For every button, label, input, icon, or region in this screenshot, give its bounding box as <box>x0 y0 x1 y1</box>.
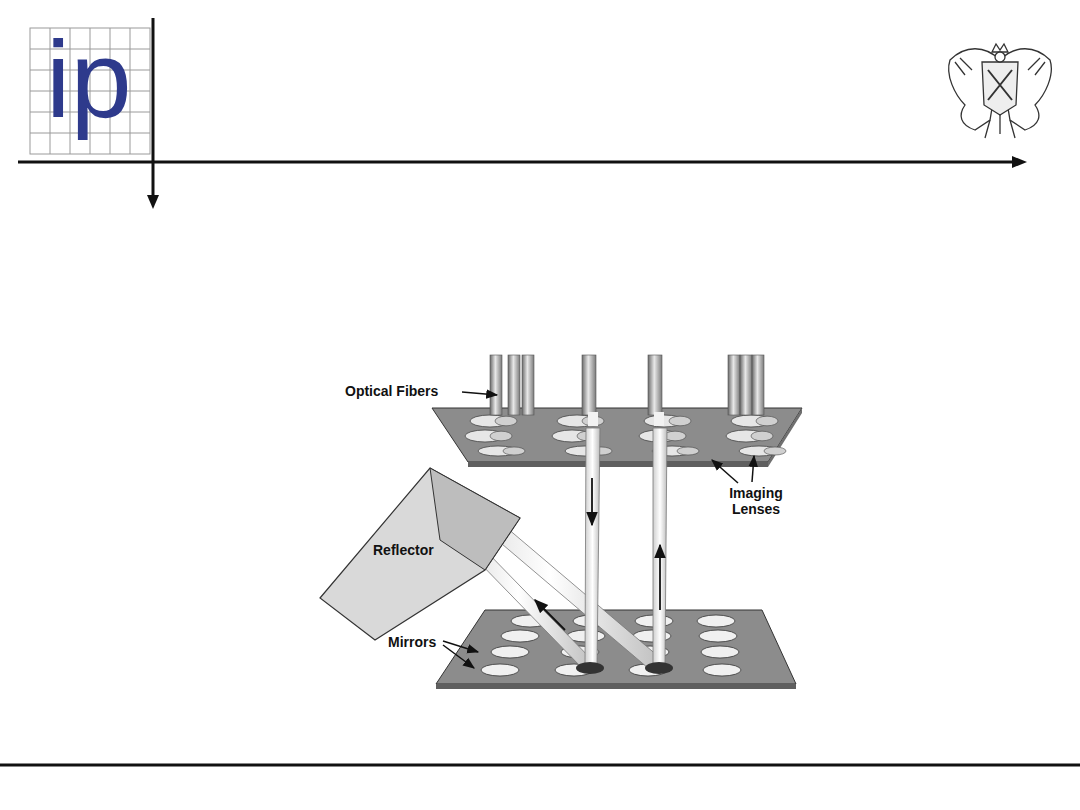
part-label: Imaging Lenses <box>716 485 796 517</box>
reflector-block: Reflector <box>315 462 525 647</box>
optical-fibers <box>490 355 764 426</box>
footer-rule <box>0 764 1080 767</box>
header-axes <box>18 18 1015 198</box>
node-text: Reflector <box>373 542 434 558</box>
lens-plate <box>432 408 802 467</box>
emblem <box>949 44 1052 138</box>
axis-arrow <box>147 195 159 209</box>
logo-text: ip <box>46 24 132 134</box>
axis-arrow <box>1012 156 1027 168</box>
part-label: Mirrors <box>388 634 436 650</box>
part-label: Optical Fibers <box>345 383 438 399</box>
